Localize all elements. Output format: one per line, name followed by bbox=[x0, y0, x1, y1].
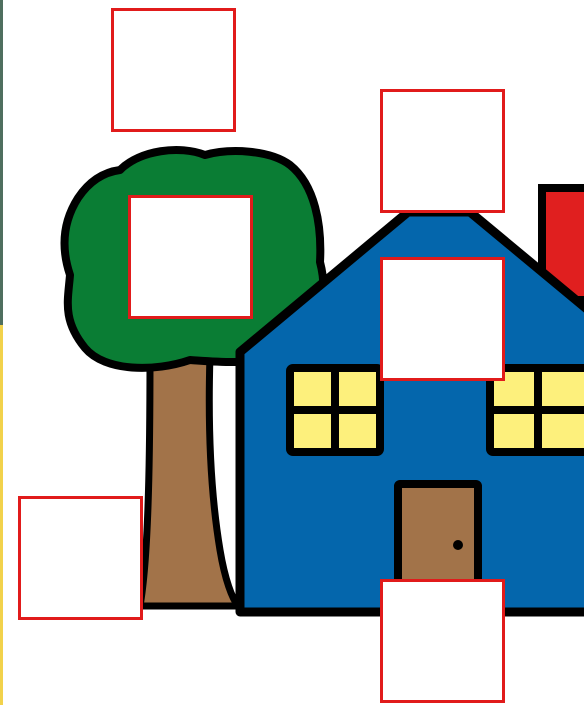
label-box-door[interactable] bbox=[380, 579, 505, 703]
label-box-roof[interactable] bbox=[380, 89, 505, 213]
window-left bbox=[290, 368, 380, 452]
label-box-tree[interactable] bbox=[128, 195, 253, 319]
door-knob bbox=[453, 540, 463, 550]
label-box-trunk[interactable] bbox=[18, 496, 143, 620]
label-box-sky[interactable] bbox=[111, 8, 236, 132]
tree-trunk bbox=[140, 355, 238, 606]
label-box-wall[interactable] bbox=[380, 257, 505, 381]
